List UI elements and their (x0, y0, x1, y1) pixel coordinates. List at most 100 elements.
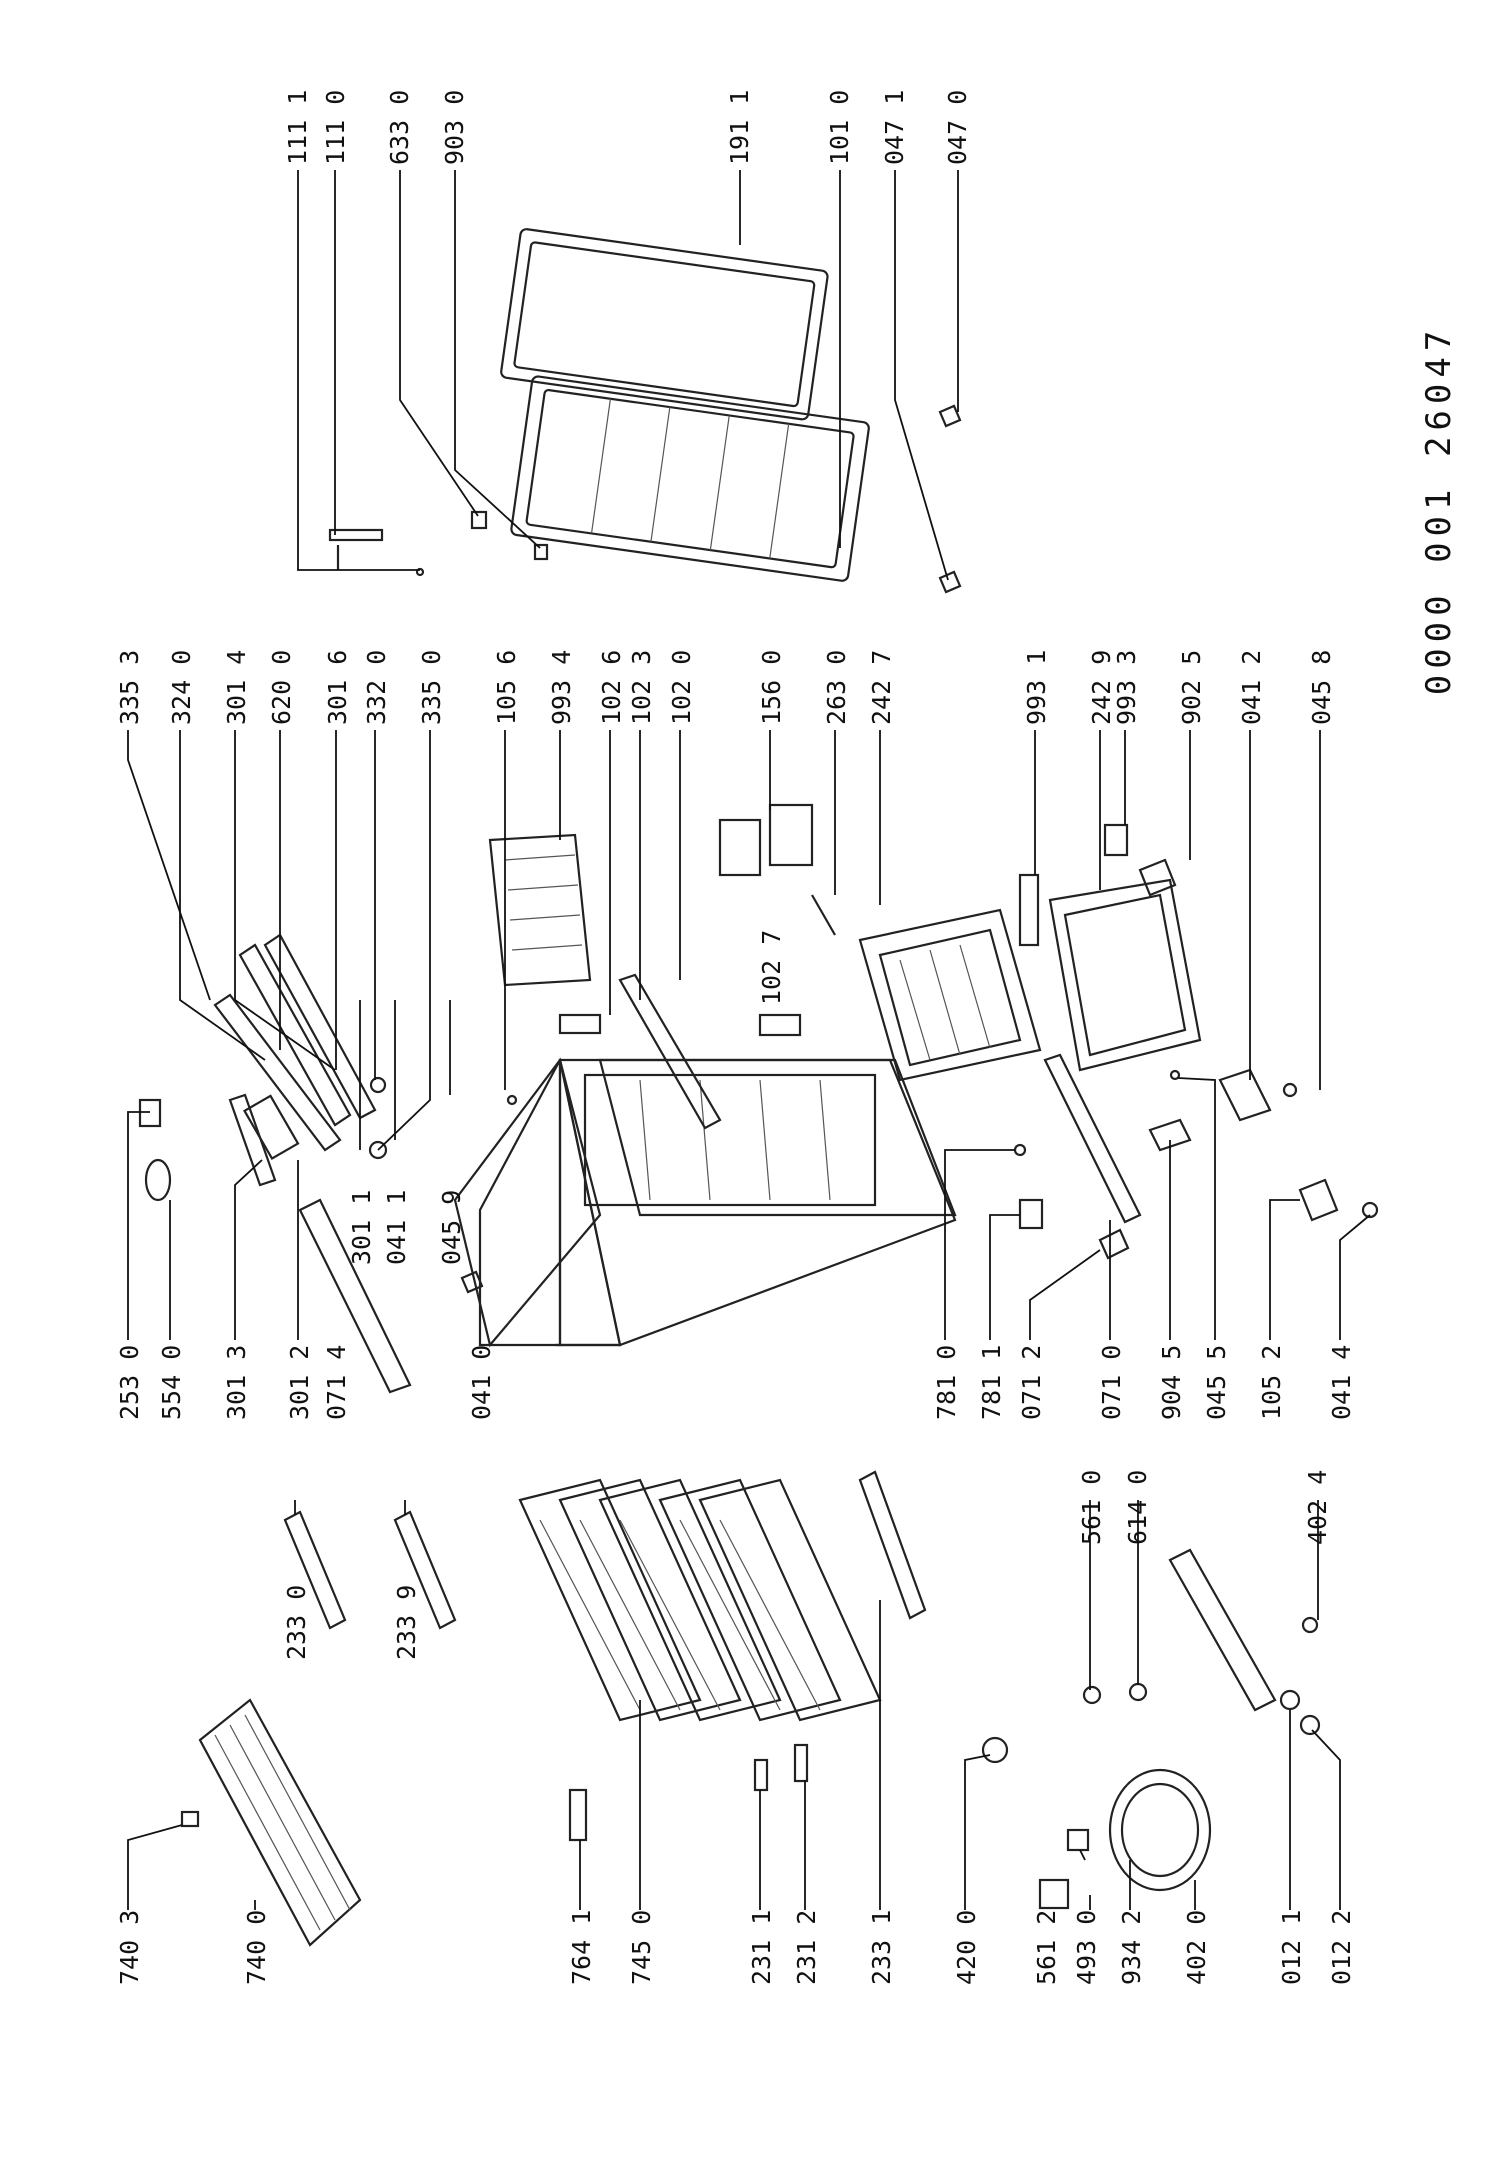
label-233-1: 233 1 (867, 1910, 896, 1985)
label-324-0: 324 0 (167, 650, 196, 725)
label-301-1: 301 1 (347, 1190, 376, 1265)
label-101-0: 101 0 (825, 90, 854, 165)
label-191-1: 191 1 (725, 90, 754, 165)
reference-number: 0000 001 26047 (1419, 325, 1459, 696)
label-335-3: 335 3 (115, 650, 144, 725)
part-420-0 (981, 1736, 1009, 1764)
label-745-0: 745 0 (627, 1910, 656, 1985)
part-231-1 (753, 1758, 769, 1792)
label-102-6: 102 6 (597, 650, 626, 725)
part-561-0 (1082, 1685, 1102, 1705)
label-041-4: 041 4 (1327, 1345, 1356, 1420)
part-993-1 (1018, 873, 1040, 947)
label-233-0: 233 0 (282, 1585, 311, 1660)
label-242-7: 242 7 (867, 650, 896, 725)
label-242-9: 242 9 (1087, 650, 1116, 725)
label-740-3: 740 3 (115, 1910, 144, 1985)
door-gasket (500, 228, 829, 421)
bracket-041-2 (1218, 1068, 1272, 1122)
label-071-2: 071 2 (1017, 1345, 1046, 1420)
label-041-1: 041 1 (382, 1190, 411, 1265)
label-493-0: 493 0 (1072, 1910, 1101, 1985)
part-041-0 (460, 1270, 484, 1294)
part-231-2 (793, 1743, 809, 1783)
label-105-6: 105 6 (492, 650, 521, 725)
part-253-0 (138, 1098, 162, 1128)
label-045-8: 045 8 (1307, 650, 1336, 725)
part-903 (533, 543, 549, 561)
label-402-0: 402 0 (1182, 1910, 1211, 1985)
knob-335 (368, 1140, 388, 1160)
label-402-4: 402 4 (1303, 1470, 1332, 1545)
label-332-0: 332 0 (362, 650, 391, 725)
label-934-2: 934 2 (1117, 1910, 1146, 1985)
basket-242-7 (858, 908, 1042, 1082)
label-993-4: 993 4 (547, 650, 576, 725)
label-102-7: 102 7 (757, 930, 786, 1005)
label-233-9: 233 9 (392, 1585, 421, 1660)
label-781-0: 781 0 (932, 1345, 961, 1420)
label-012-2: 012 2 (1327, 1910, 1356, 1985)
door-inner-panel (510, 375, 870, 582)
refrigeration-labels: 233 0 233 9 561 0 614 0 402 4 740 3 740 … (115, 1470, 1356, 1985)
label-614-0: 614 0 (1123, 1470, 1152, 1545)
ice-tray-156 (718, 818, 762, 877)
part-102-7 (758, 1013, 802, 1037)
label-105-2: 105 2 (1257, 1345, 1286, 1420)
label-102-0: 102 0 (667, 650, 696, 725)
door-group (297, 170, 962, 594)
part-047-lower (938, 570, 962, 594)
label-111-1: 111 1 (283, 90, 312, 165)
panel-993-4 (488, 833, 592, 987)
condenser-tube (1168, 1548, 1277, 1712)
label-041-0: 041 0 (467, 1345, 496, 1420)
cabinet-labels: 335 3 324 0 301 4 620 0 301 6 332 0 335 … (115, 650, 1356, 1420)
top-hinge (328, 528, 425, 577)
rail-071-0 (1043, 1053, 1142, 1224)
label-071-0: 071 0 (1097, 1345, 1126, 1420)
label-301-4: 301 4 (222, 650, 251, 725)
label-012-1: 012 1 (1277, 1910, 1306, 1985)
refrigeration-group (127, 1470, 1341, 1947)
label-903-0: 903 0 (440, 90, 469, 165)
rail-233-1 (858, 1470, 927, 1620)
label-993-1: 993 1 (1022, 650, 1051, 725)
bracket-105-2 (1298, 1178, 1339, 1222)
label-047-0: 047 0 (943, 90, 972, 165)
label-764-1: 764 1 (567, 1910, 596, 1985)
label-335-0: 335 0 (417, 650, 446, 725)
label-156-0: 156 0 (757, 650, 786, 725)
label-781-1: 781 1 (977, 1345, 1006, 1420)
label-554-0: 554 0 (157, 1345, 186, 1420)
part-493-0 (1066, 1828, 1090, 1852)
evaporator-740 (180, 1698, 362, 1947)
label-740-0: 740 0 (242, 1910, 271, 1985)
label-041-2: 041 2 (1237, 650, 1266, 725)
spring-554-0 (144, 1158, 172, 1202)
label-633-0: 633 0 (385, 90, 414, 165)
bar-263 (811, 894, 836, 936)
screw-045-8 (1282, 1082, 1298, 1098)
part-993-3 (1103, 823, 1129, 857)
basket-242-9 (1048, 878, 1202, 1072)
part-902-5 (1138, 858, 1177, 897)
label-231-2: 231 2 (792, 1910, 821, 1985)
label-902-5: 902 5 (1177, 650, 1206, 725)
part-301-3 (228, 1093, 277, 1187)
cabinet-group (127, 730, 1379, 1394)
part-045-5 (1169, 1069, 1181, 1081)
compressor-402 (1108, 1768, 1212, 1892)
label-301-6: 301 6 (323, 650, 352, 725)
wire-shelves-745 (518, 1478, 882, 1722)
label-047-1: 047 1 (880, 90, 909, 165)
top-trim-rails (213, 933, 377, 1160)
part-071-2 (1098, 1228, 1130, 1260)
label-904-5: 904 5 (1157, 1345, 1186, 1420)
label-111-0: 111 0 (321, 90, 350, 165)
part-781-1 (1018, 1198, 1044, 1230)
door-labels: 111 1 111 0 633 0 903 0 191 1 101 0 047 … (283, 90, 972, 165)
label-561-0: 561 0 (1077, 1470, 1106, 1545)
label-301-2: 301 2 (285, 1345, 314, 1420)
part-402-4 (1301, 1616, 1319, 1634)
